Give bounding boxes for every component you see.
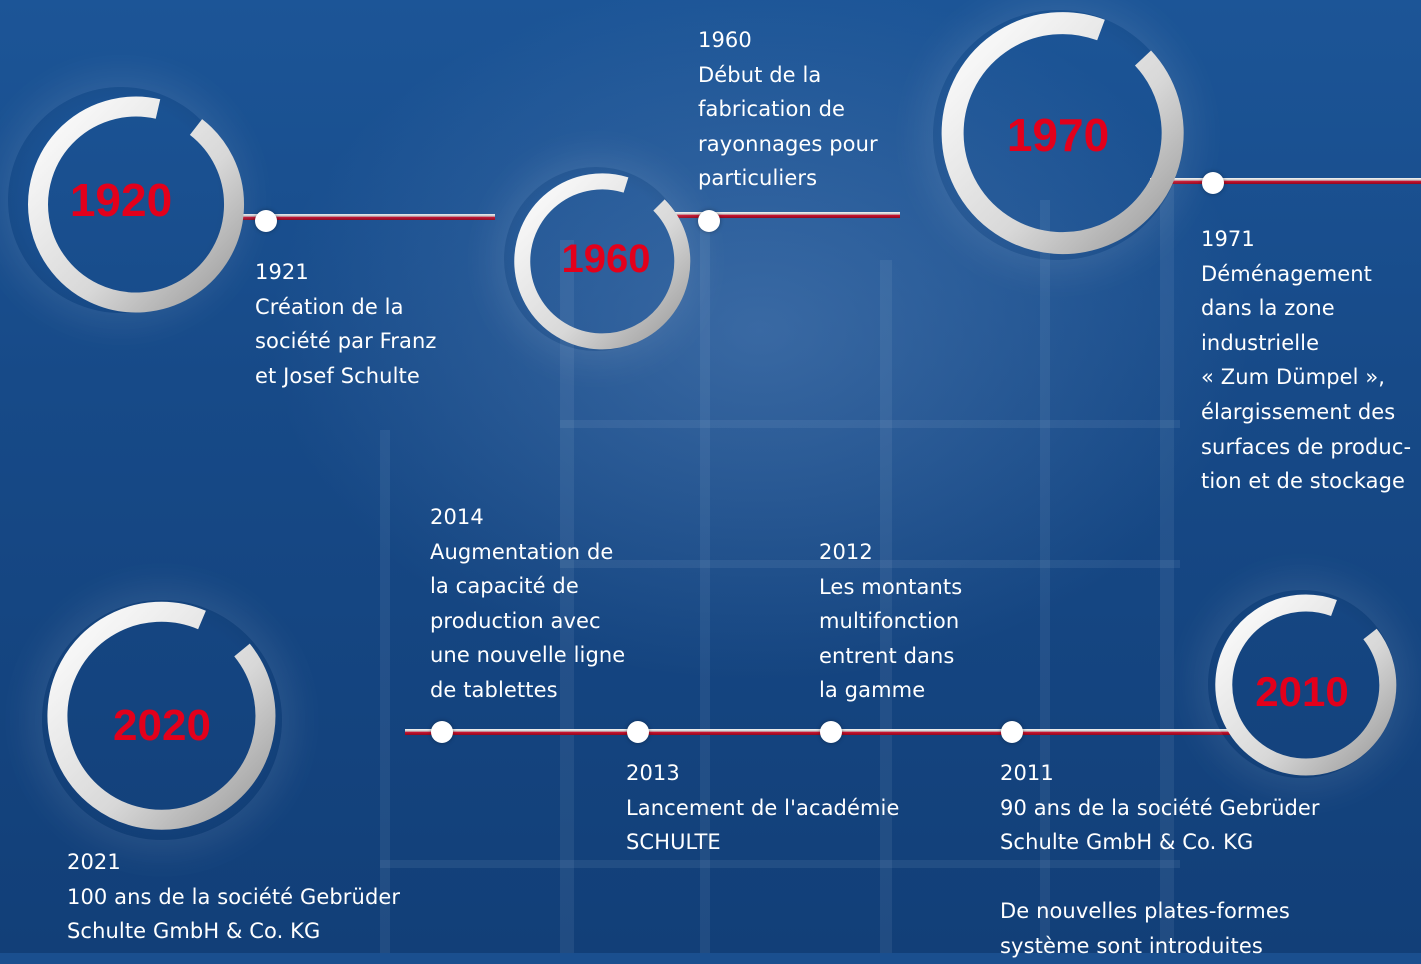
ring-arc-icon — [941, 12, 1184, 255]
event-year: 2013 — [626, 761, 680, 785]
event-year: 1960 — [698, 28, 752, 52]
ring-arc-icon — [47, 601, 276, 830]
event-text-line: la capacité de — [430, 574, 579, 599]
event-text-line: Les montants — [819, 574, 963, 599]
event-text-line: rayonnages pour — [698, 131, 878, 156]
ring-arc-icon — [514, 173, 691, 350]
decade-label-2020: 2020 — [113, 701, 211, 750]
event-text-line: entrent dans — [819, 643, 955, 668]
timeline-line-1920 — [225, 214, 495, 220]
event-text-line: Création de la — [255, 294, 404, 319]
decade-label-1920: 1920 — [69, 174, 173, 226]
event-text-spacer — [1000, 860, 1320, 895]
event-2012: 2012 Les montants multifonction entrent … — [819, 535, 962, 708]
event-text-line: Lancement de l'académie — [626, 795, 900, 820]
event-text-line: une nouvelle ligne — [430, 643, 626, 668]
event-text-line: multifonction — [819, 609, 960, 634]
event-text-line: Déménagement — [1201, 261, 1373, 286]
event-text-line: « Zum Dümpel », — [1201, 365, 1386, 390]
event-1960: 1960 Début de la fabrication de rayonnag… — [698, 23, 878, 196]
event-2013: 2013 Lancement de l'académie SCHULTE — [626, 756, 900, 860]
decade-label-1960: 1960 — [561, 236, 651, 281]
event-text-line: surfaces de produc- — [1201, 434, 1412, 459]
event-text-line: Schulte GmbH & Co. KG — [1000, 830, 1254, 855]
event-text-line: Début de la — [698, 62, 822, 87]
event-text-line: particuliers — [698, 166, 818, 191]
event-text-line: dans la zone — [1201, 296, 1335, 321]
timeline-dot-2012 — [820, 721, 842, 743]
event-year: 2021 — [67, 850, 121, 874]
event-text-line: De nouvelles plates-formes — [1000, 899, 1290, 924]
event-text-line: 100 ans de la société Gebrüder — [67, 884, 401, 909]
event-text-line: de tablettes — [430, 677, 558, 702]
event-year: 2012 — [819, 540, 873, 564]
ring-arc-icon — [28, 96, 245, 313]
event-text-line: tion et de stockage — [1201, 469, 1406, 494]
event-text-line: société par Franz — [255, 329, 437, 354]
event-text-line: Schulte GmbH & Co. KG — [67, 919, 321, 944]
event-1971: 1971 Déménagement dans la zone industrie… — [1201, 222, 1411, 499]
event-1921: 1921 Création de la société par Franz et… — [255, 255, 437, 393]
event-text-line: production avec — [430, 608, 601, 633]
event-2021: 2021 100 ans de la société Gebrüder Schu… — [67, 845, 400, 949]
event-year: 1921 — [255, 260, 309, 284]
event-text-line: la gamme — [819, 678, 926, 703]
event-text-line: Augmentation de — [430, 539, 614, 564]
event-2011: 2011 90 ans de la société Gebrüder Schul… — [1000, 756, 1320, 964]
event-2014: 2014 Augmentation de la capacité de prod… — [430, 500, 625, 708]
milestone-ring-1960: 1960 — [504, 167, 691, 351]
event-year: 2014 — [430, 505, 484, 529]
event-text-line: 90 ans de la société Gebrüder — [1000, 795, 1320, 820]
ring-arc-icon — [1215, 594, 1397, 776]
event-text-line: système sont introduites — [1000, 933, 1263, 958]
milestone-ring-2020: 2020 — [42, 600, 282, 840]
event-text-line: SCHULTE — [626, 830, 721, 855]
decade-label-2010: 2010 — [1255, 668, 1349, 715]
timeline-dot-1971 — [1202, 172, 1224, 194]
timeline-dot-2011 — [1001, 721, 1023, 743]
timeline-line-1970 — [1150, 178, 1421, 184]
milestone-ring-2010: 2010 — [1208, 590, 1397, 778]
event-text-line: élargissement des — [1201, 399, 1396, 424]
event-text-line: industrielle — [1201, 330, 1320, 355]
event-year: 1971 — [1201, 227, 1255, 251]
event-year: 2011 — [1000, 761, 1054, 785]
timeline-dot-1921 — [255, 210, 277, 232]
milestone-ring-1920: 1920 — [8, 87, 245, 313]
timeline-dot-2013 — [627, 721, 649, 743]
decade-label-1970: 1970 — [1006, 109, 1110, 161]
timeline-dot-2014 — [431, 721, 453, 743]
timeline-line-1960 — [670, 212, 900, 218]
timeline-dot-1960 — [698, 210, 720, 232]
event-text-line: fabrication de — [698, 97, 846, 122]
milestone-ring-1970: 1970 — [933, 10, 1184, 260]
event-text-line: et Josef Schulte — [255, 363, 420, 388]
